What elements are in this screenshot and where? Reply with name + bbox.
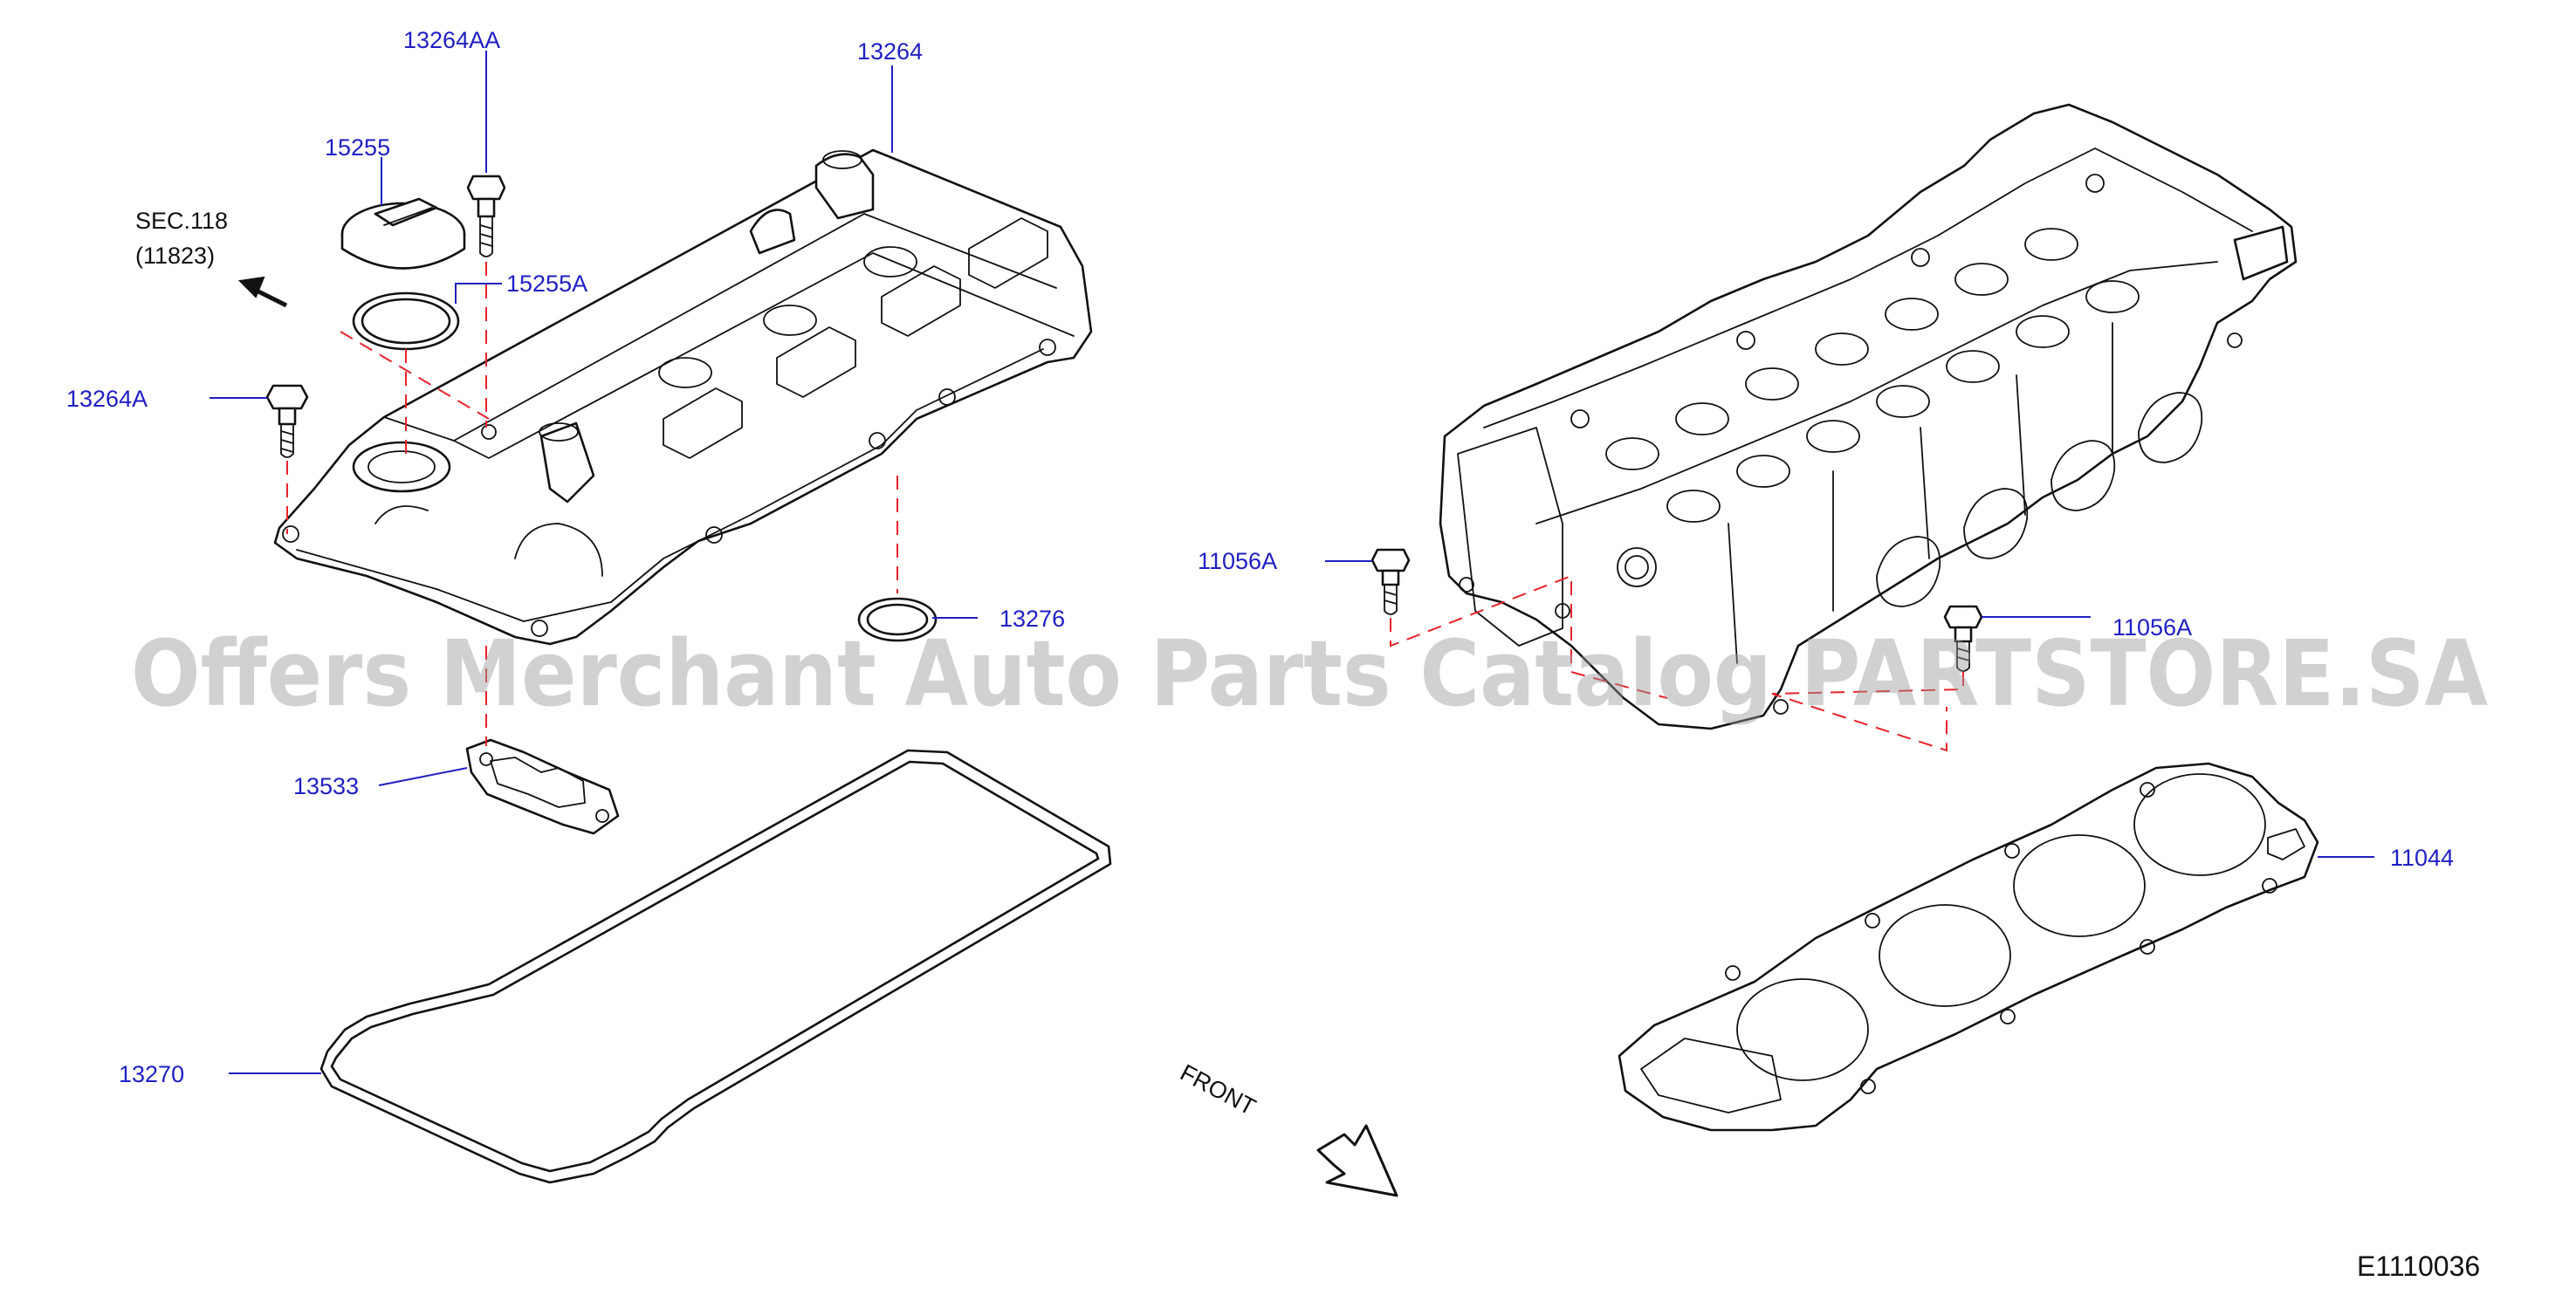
callout-11044: 11044	[2390, 845, 2454, 871]
watermark-text: Offers Merchant Auto Parts Catalog PARTS…	[131, 620, 2488, 727]
bolt-13264AA[interactable]	[466, 175, 506, 257]
front-arrow-icon	[1316, 1124, 1398, 1197]
rocker-cover[interactable]	[273, 148, 1093, 646]
callout-13533: 13533	[293, 773, 359, 799]
bolt-11056A-right[interactable]	[1943, 605, 1983, 672]
section-reference-line2: (11823)	[135, 243, 215, 269]
callout-13270: 13270	[119, 1061, 184, 1087]
section-reference-line1: SEC.118	[135, 208, 228, 234]
callout-15255A: 15255A	[506, 271, 587, 297]
front-label: FRONT	[1176, 1059, 1260, 1120]
cylinder-head[interactable]	[1439, 103, 2298, 730]
bolt-13264A[interactable]	[265, 384, 309, 458]
callout-13264A: 13264A	[66, 386, 148, 412]
leader-lines	[210, 51, 2374, 1074]
gasket-13533[interactable]	[465, 738, 620, 835]
callout-11056A-left: 11056A	[1198, 548, 1277, 574]
callout-15255: 15255	[325, 134, 390, 161]
gasket-13270[interactable]	[319, 749, 1112, 1184]
oil-filler-cap-15255[interactable]	[340, 197, 466, 270]
bolt-11056A-left[interactable]	[1370, 548, 1411, 615]
callout-13276: 13276	[999, 606, 1065, 632]
callout-11056A-right: 11056A	[2112, 614, 2192, 641]
o-ring-13276[interactable]	[857, 597, 938, 642]
callout-13264AA: 13264AA	[403, 27, 500, 53]
seal-ring-15255A[interactable]	[352, 291, 460, 351]
callout-13264: 13264	[857, 38, 923, 65]
valve-train	[1570, 174, 2140, 523]
section-arrow-icon	[237, 276, 288, 308]
diagram-id: E1110036	[2357, 1250, 2480, 1282]
dashed-alignment-lines	[286, 262, 1964, 752]
head-gasket-11044[interactable]	[1618, 762, 2319, 1132]
